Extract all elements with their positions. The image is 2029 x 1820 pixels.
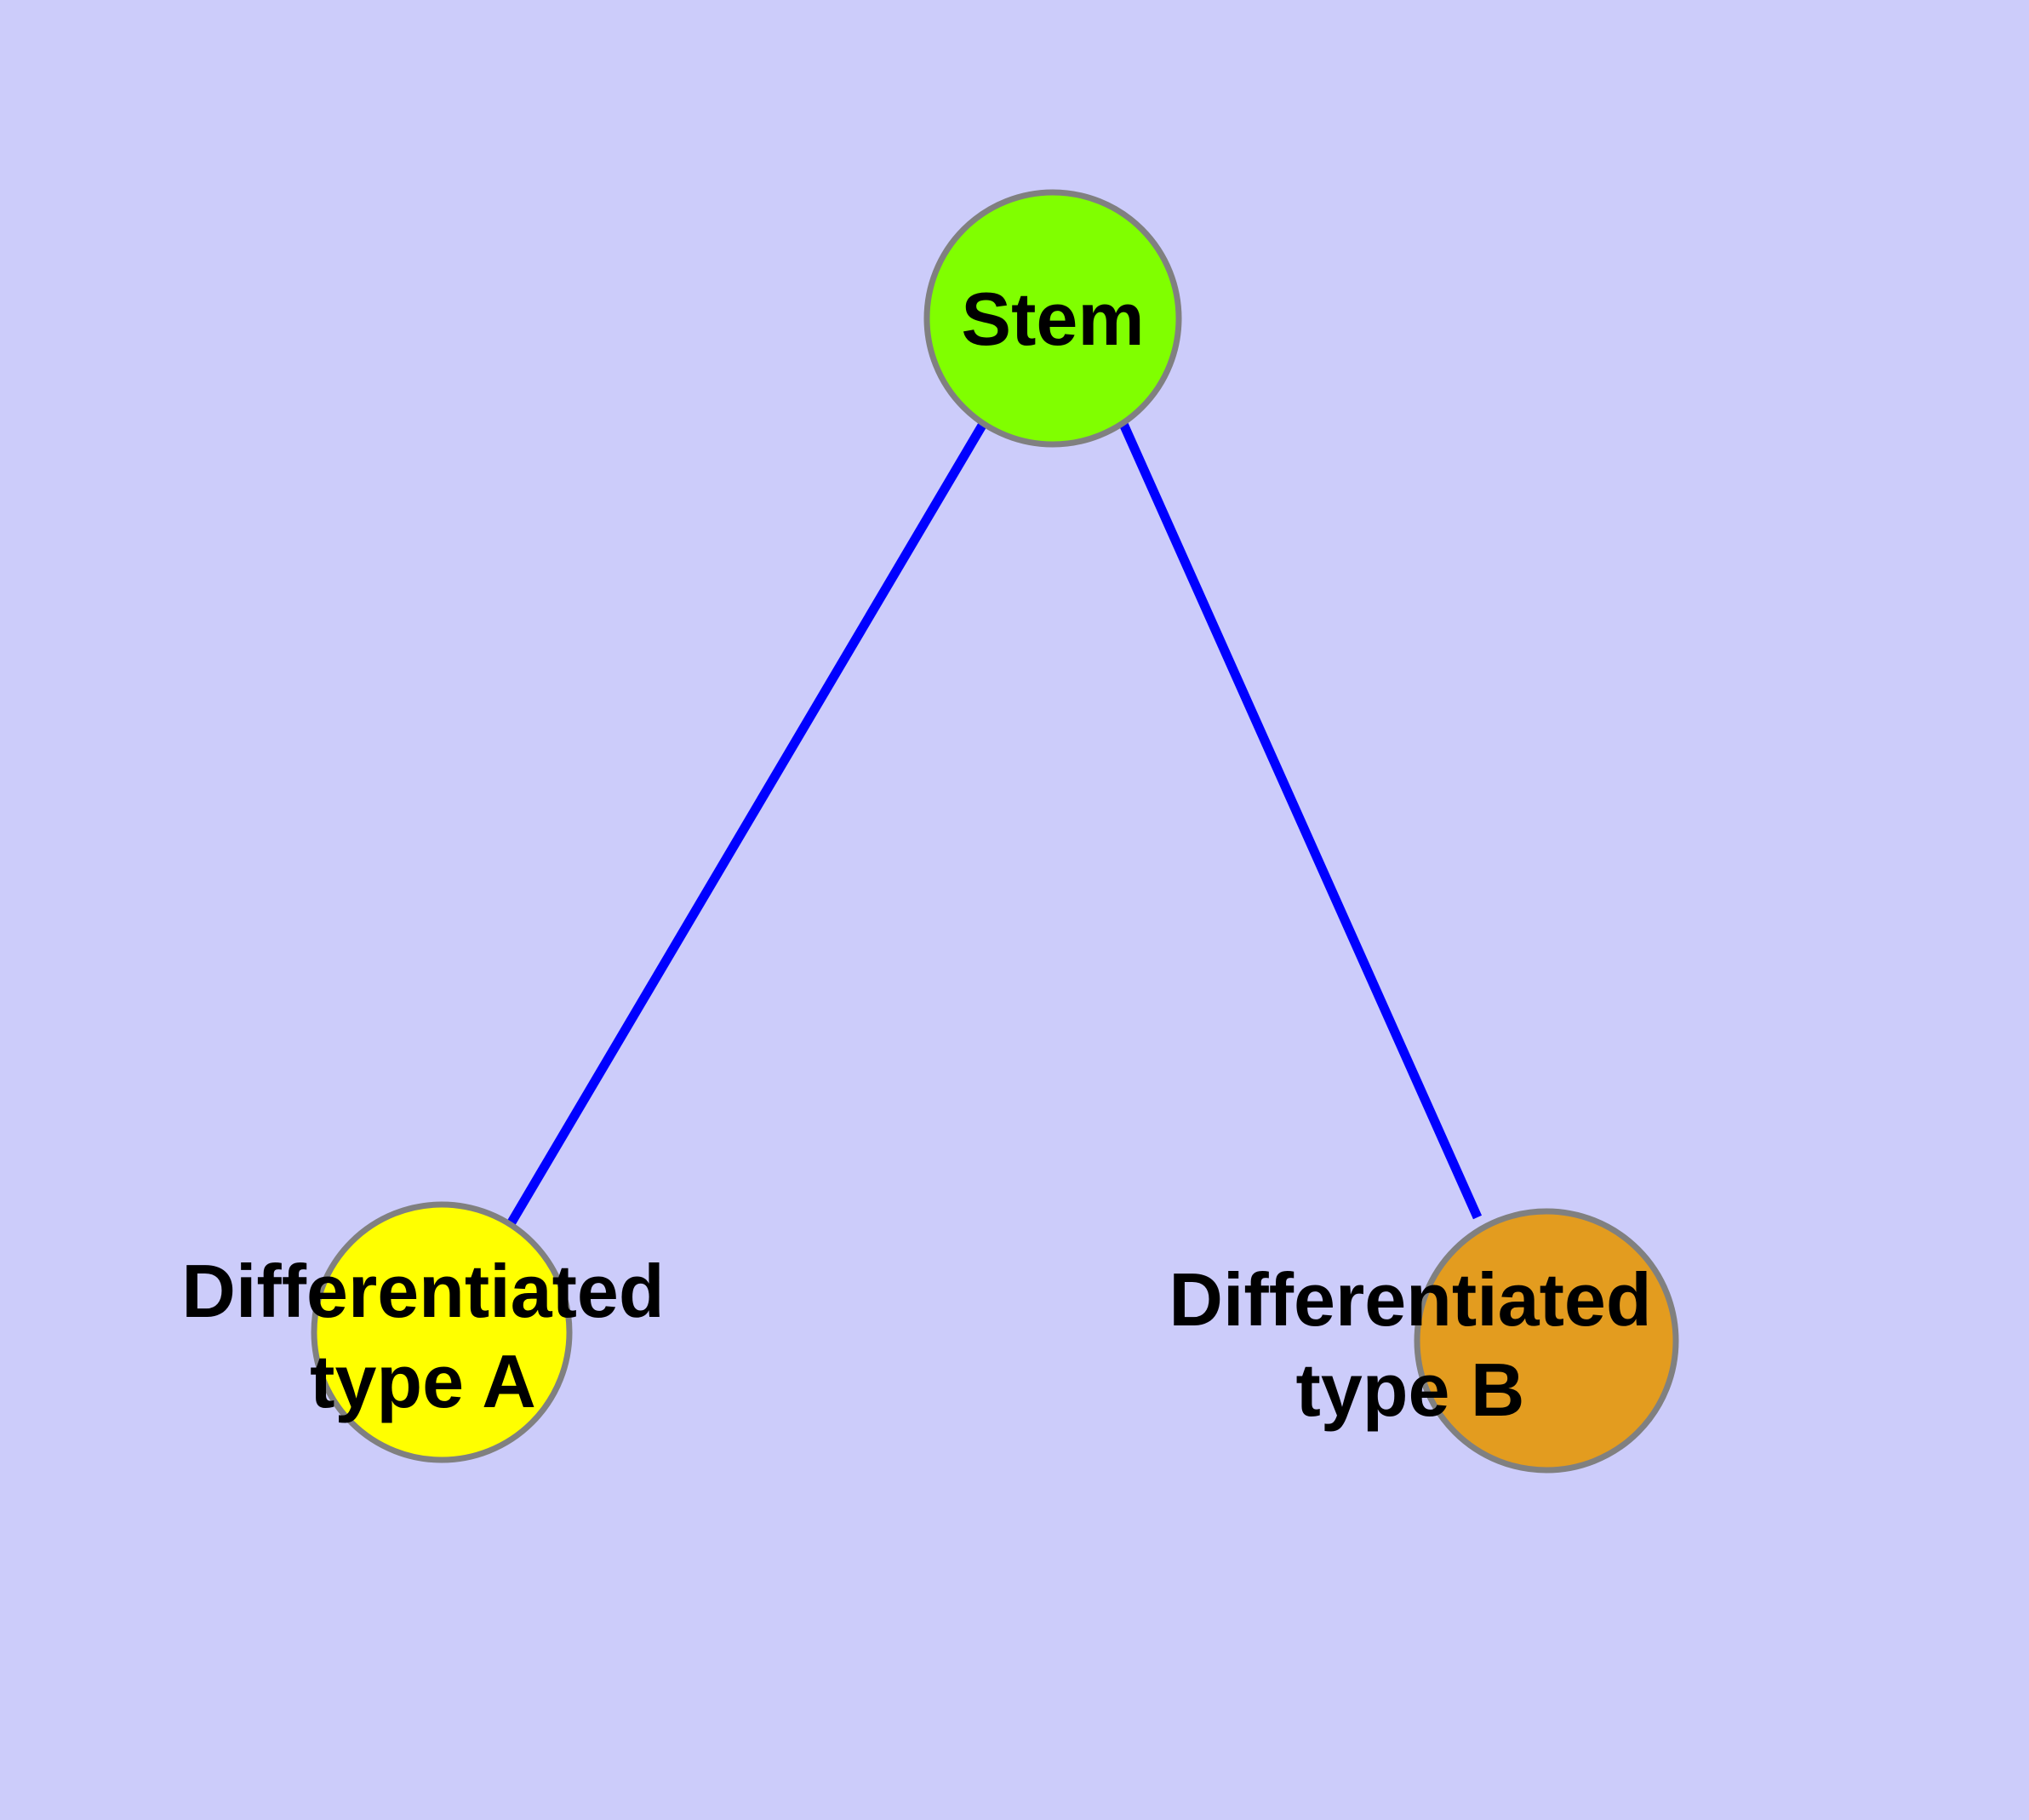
- edges-group: [507, 421, 1483, 1225]
- label-line: Stem: [961, 277, 1144, 361]
- node-differentiated-type-a[interactable]: [311, 1201, 573, 1463]
- label-line: type A: [310, 1339, 536, 1423]
- label-line: type B: [1296, 1348, 1525, 1432]
- nodes-group: [311, 189, 1679, 1474]
- node-differentiated-type-b[interactable]: [1414, 1208, 1679, 1474]
- edge-stem-to-differentiated-type-b[interactable]: [1118, 421, 1483, 1220]
- node-stem[interactable]: [923, 189, 1182, 448]
- label-line: Differentiated: [1169, 1257, 1651, 1342]
- label-line: Differentiated: [181, 1249, 664, 1333]
- edge-stem-to-differentiated-type-a[interactable]: [507, 421, 987, 1225]
- node-label-stem: Stem: [961, 277, 1144, 361]
